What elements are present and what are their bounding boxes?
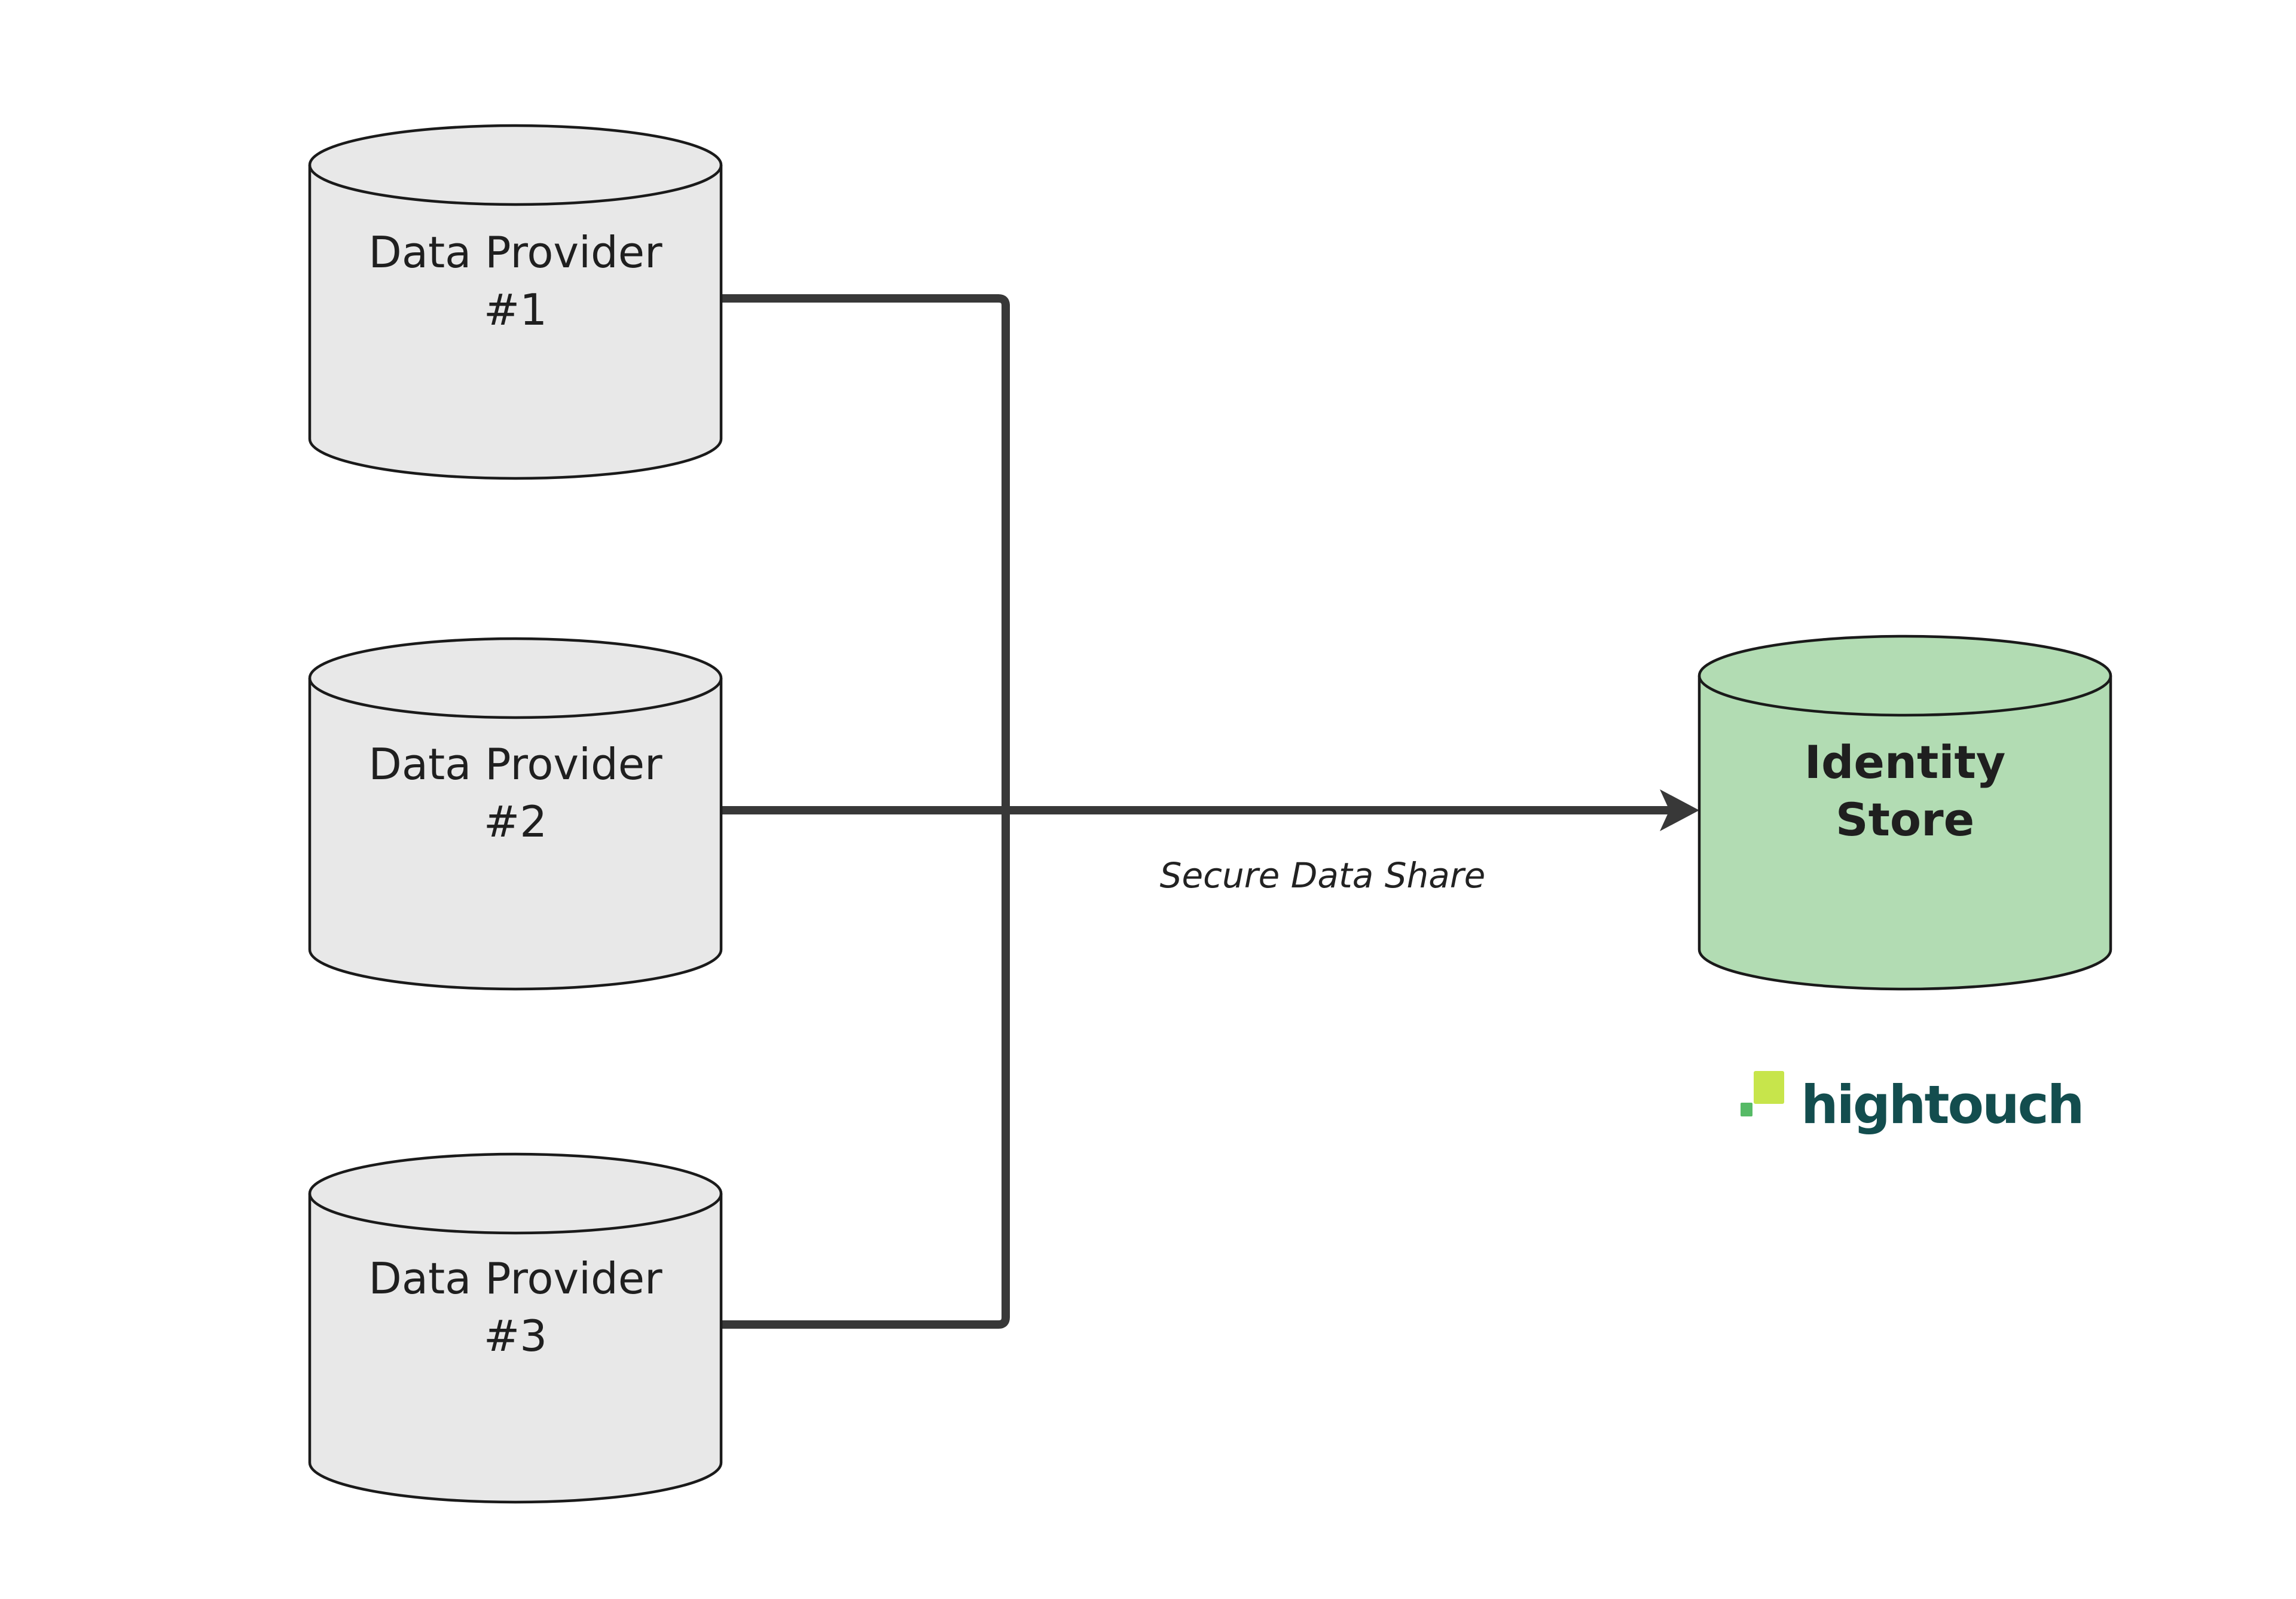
cylinder-top-rim [1697, 675, 2112, 717]
node-label-line2: #2 [484, 797, 547, 847]
node-label-line1: Data Provider [368, 1253, 662, 1304]
node-label-line1: Data Provider [368, 739, 662, 789]
data-provider-3-node: Data Provider #3 [308, 1152, 723, 1504]
edge-label-secure-data-share: Secure Data Share [1160, 855, 1486, 896]
data-provider-1-node: Data Provider #1 [308, 124, 723, 480]
logo-mark-green-square-icon [1741, 1103, 1752, 1116]
cylinder-body [1697, 634, 2112, 991]
node-label-line1: Identity [1805, 736, 2006, 789]
data-provider-2-node: Data Provider #2 [308, 637, 723, 991]
cylinder-top-rim [308, 678, 723, 719]
cylinder-top-rim [308, 1193, 723, 1235]
node-label-line1: Data Provider [368, 227, 662, 277]
cylinder-body [308, 124, 723, 480]
cylinder-top-rim [308, 164, 723, 206]
logo-wordmark: hightouch [1801, 1074, 2083, 1136]
cylinder-body [308, 1152, 723, 1504]
hightouch-logo: hightouch [1741, 1071, 2084, 1136]
identity-store-node: Identity Store [1697, 634, 2112, 991]
node-label-line2: Store [1836, 793, 1974, 846]
node-label-line2: #1 [484, 285, 547, 335]
node-label-line2: #3 [484, 1311, 547, 1361]
logo-mark-lime-square-icon [1754, 1071, 1784, 1104]
arrow-head [1660, 789, 1699, 831]
cylinder-body [308, 637, 723, 991]
